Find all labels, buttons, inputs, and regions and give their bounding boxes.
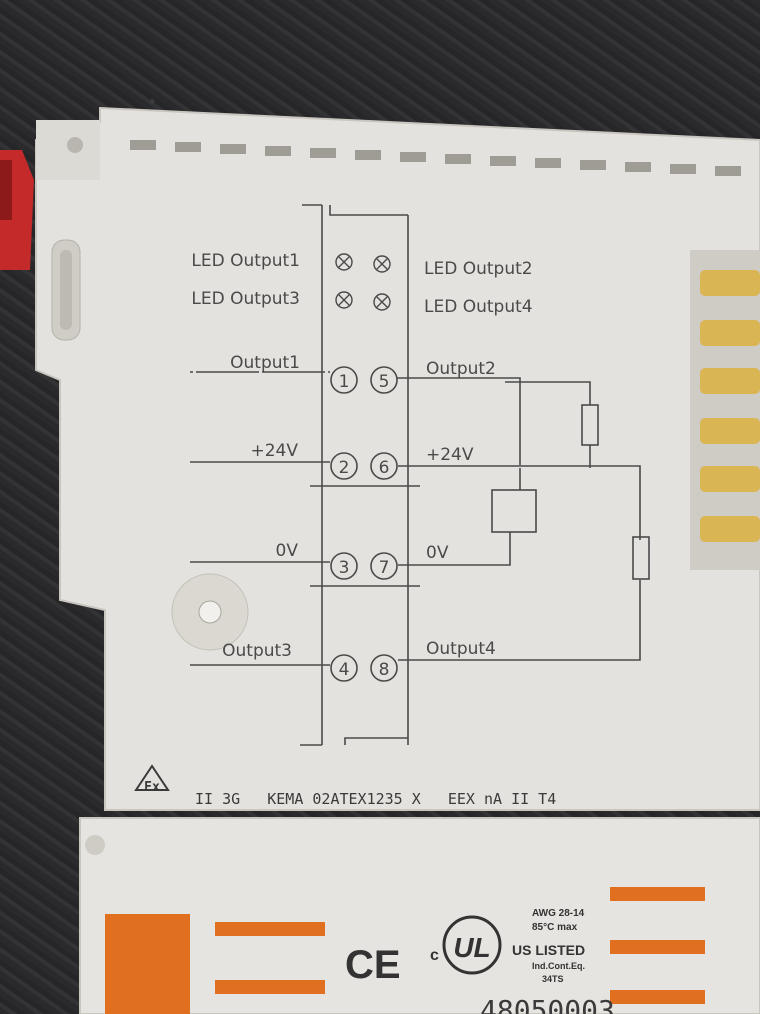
terminal-4: 4 [339,660,350,680]
terminal-8: 8 [379,660,390,680]
certification-text: II 3G KEMA 02ATEX1235 X EEX nA II T4 [195,790,556,808]
temp-rating: 85°C max [532,922,578,933]
gold-contacts [700,270,760,542]
ind-cont-eq: Ind.Cont.Eq. [532,961,585,971]
terminal-circles [330,366,398,682]
mount-hole [67,137,83,153]
output4-label: Output4 [426,639,496,659]
load-box [491,489,537,533]
led-output1-label: LED Output1 [191,251,300,271]
led-output2-label: LED Output2 [424,259,533,279]
atex-hexagon [134,764,170,791]
resistor-2 [632,536,650,580]
terminal-6: 6 [379,458,390,478]
terminal-2: 2 [339,458,350,478]
ul-c-prefix: c [430,947,439,964]
led-output4-label: LED Output4 [424,297,533,317]
module-housing [35,106,760,811]
top-vents [130,140,741,176]
terminal-7: 7 [379,558,390,578]
listing-code: 34TS [542,974,564,984]
zero-v-right-label: 0V [426,543,449,563]
zero-v-left-label: 0V [276,541,299,561]
plus24v-left-label: +24V [250,441,298,461]
ce-mark: CE [345,943,401,987]
awg-rating: AWG 28-14 [532,908,585,919]
output3-label: Output3 [222,641,292,661]
resistor-1 [581,404,599,446]
led-symbols [335,253,391,311]
atex-mark: Ex [144,780,160,795]
terminal-5: 5 [379,372,390,392]
led-output3-label: LED Output3 [191,289,300,309]
terminal-3: 3 [339,558,350,578]
schematic-diagram [190,204,641,746]
output2-label: Output2 [426,359,496,379]
terminal-1: 1 [339,372,350,392]
serial-number: 48050003 [480,994,615,1014]
lower-module-housing [79,817,760,1014]
ul-listed: US LISTED [512,942,585,958]
plus24v-right-label: +24V [426,445,474,465]
ul-circle [442,915,502,975]
orange-tab [105,914,190,1014]
output1-label: Output1 [230,353,300,373]
ul-mark: UL [453,932,490,963]
